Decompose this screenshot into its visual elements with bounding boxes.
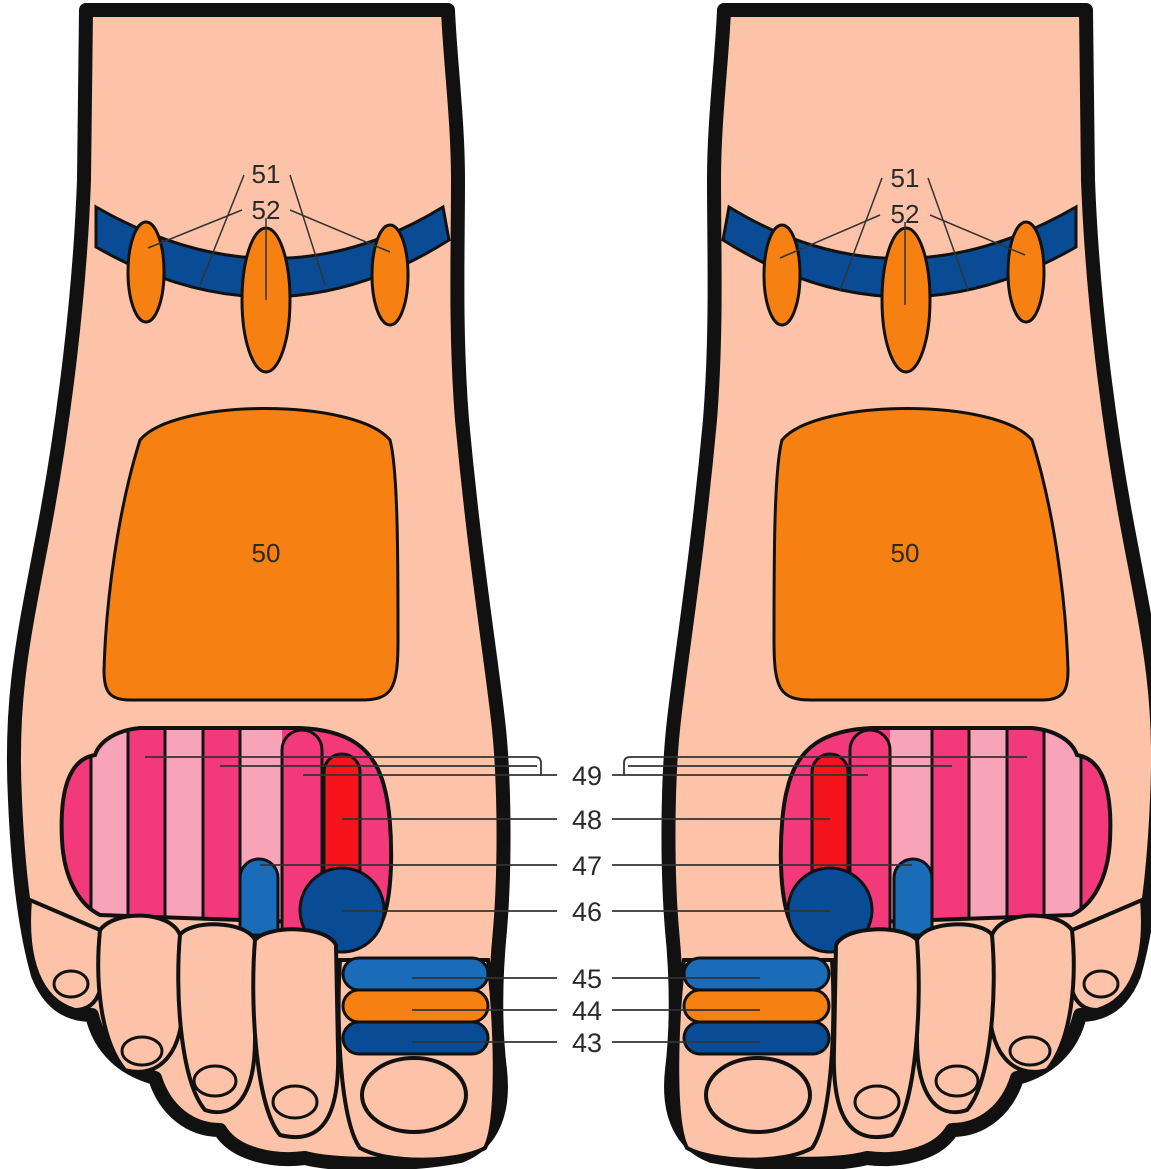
label-50-right: 50 [891, 538, 920, 568]
ankle-point-left-3 [372, 225, 408, 325]
label-46: 46 [572, 897, 602, 927]
label-51-left: 51 [252, 159, 281, 189]
label-52-left: 52 [252, 195, 281, 225]
label-45: 45 [572, 964, 602, 994]
label-52-right: 52 [891, 199, 920, 229]
ankle-point-left-1 [128, 222, 164, 322]
ankle-point-right-2 [882, 228, 930, 372]
zone-43-right [684, 1022, 829, 1054]
label-44: 44 [572, 996, 602, 1026]
label-47: 47 [572, 851, 602, 881]
zone-50-right [774, 409, 1068, 701]
ankle-point-right-1 [1008, 222, 1044, 322]
zone-47-left [240, 859, 278, 935]
zone-44-left [343, 990, 488, 1022]
label-48: 48 [572, 805, 602, 835]
label-49: 49 [572, 761, 602, 791]
zone-44-right [684, 990, 829, 1022]
ankle-point-right-3 [764, 225, 800, 325]
zone-45-right [684, 958, 829, 990]
zone-43-left [343, 1022, 488, 1054]
label-51-right: 51 [891, 163, 920, 193]
zone-47-right [894, 859, 932, 935]
label-50-left: 50 [252, 538, 281, 568]
label-43: 43 [572, 1028, 602, 1058]
zone-45-left [343, 958, 488, 990]
